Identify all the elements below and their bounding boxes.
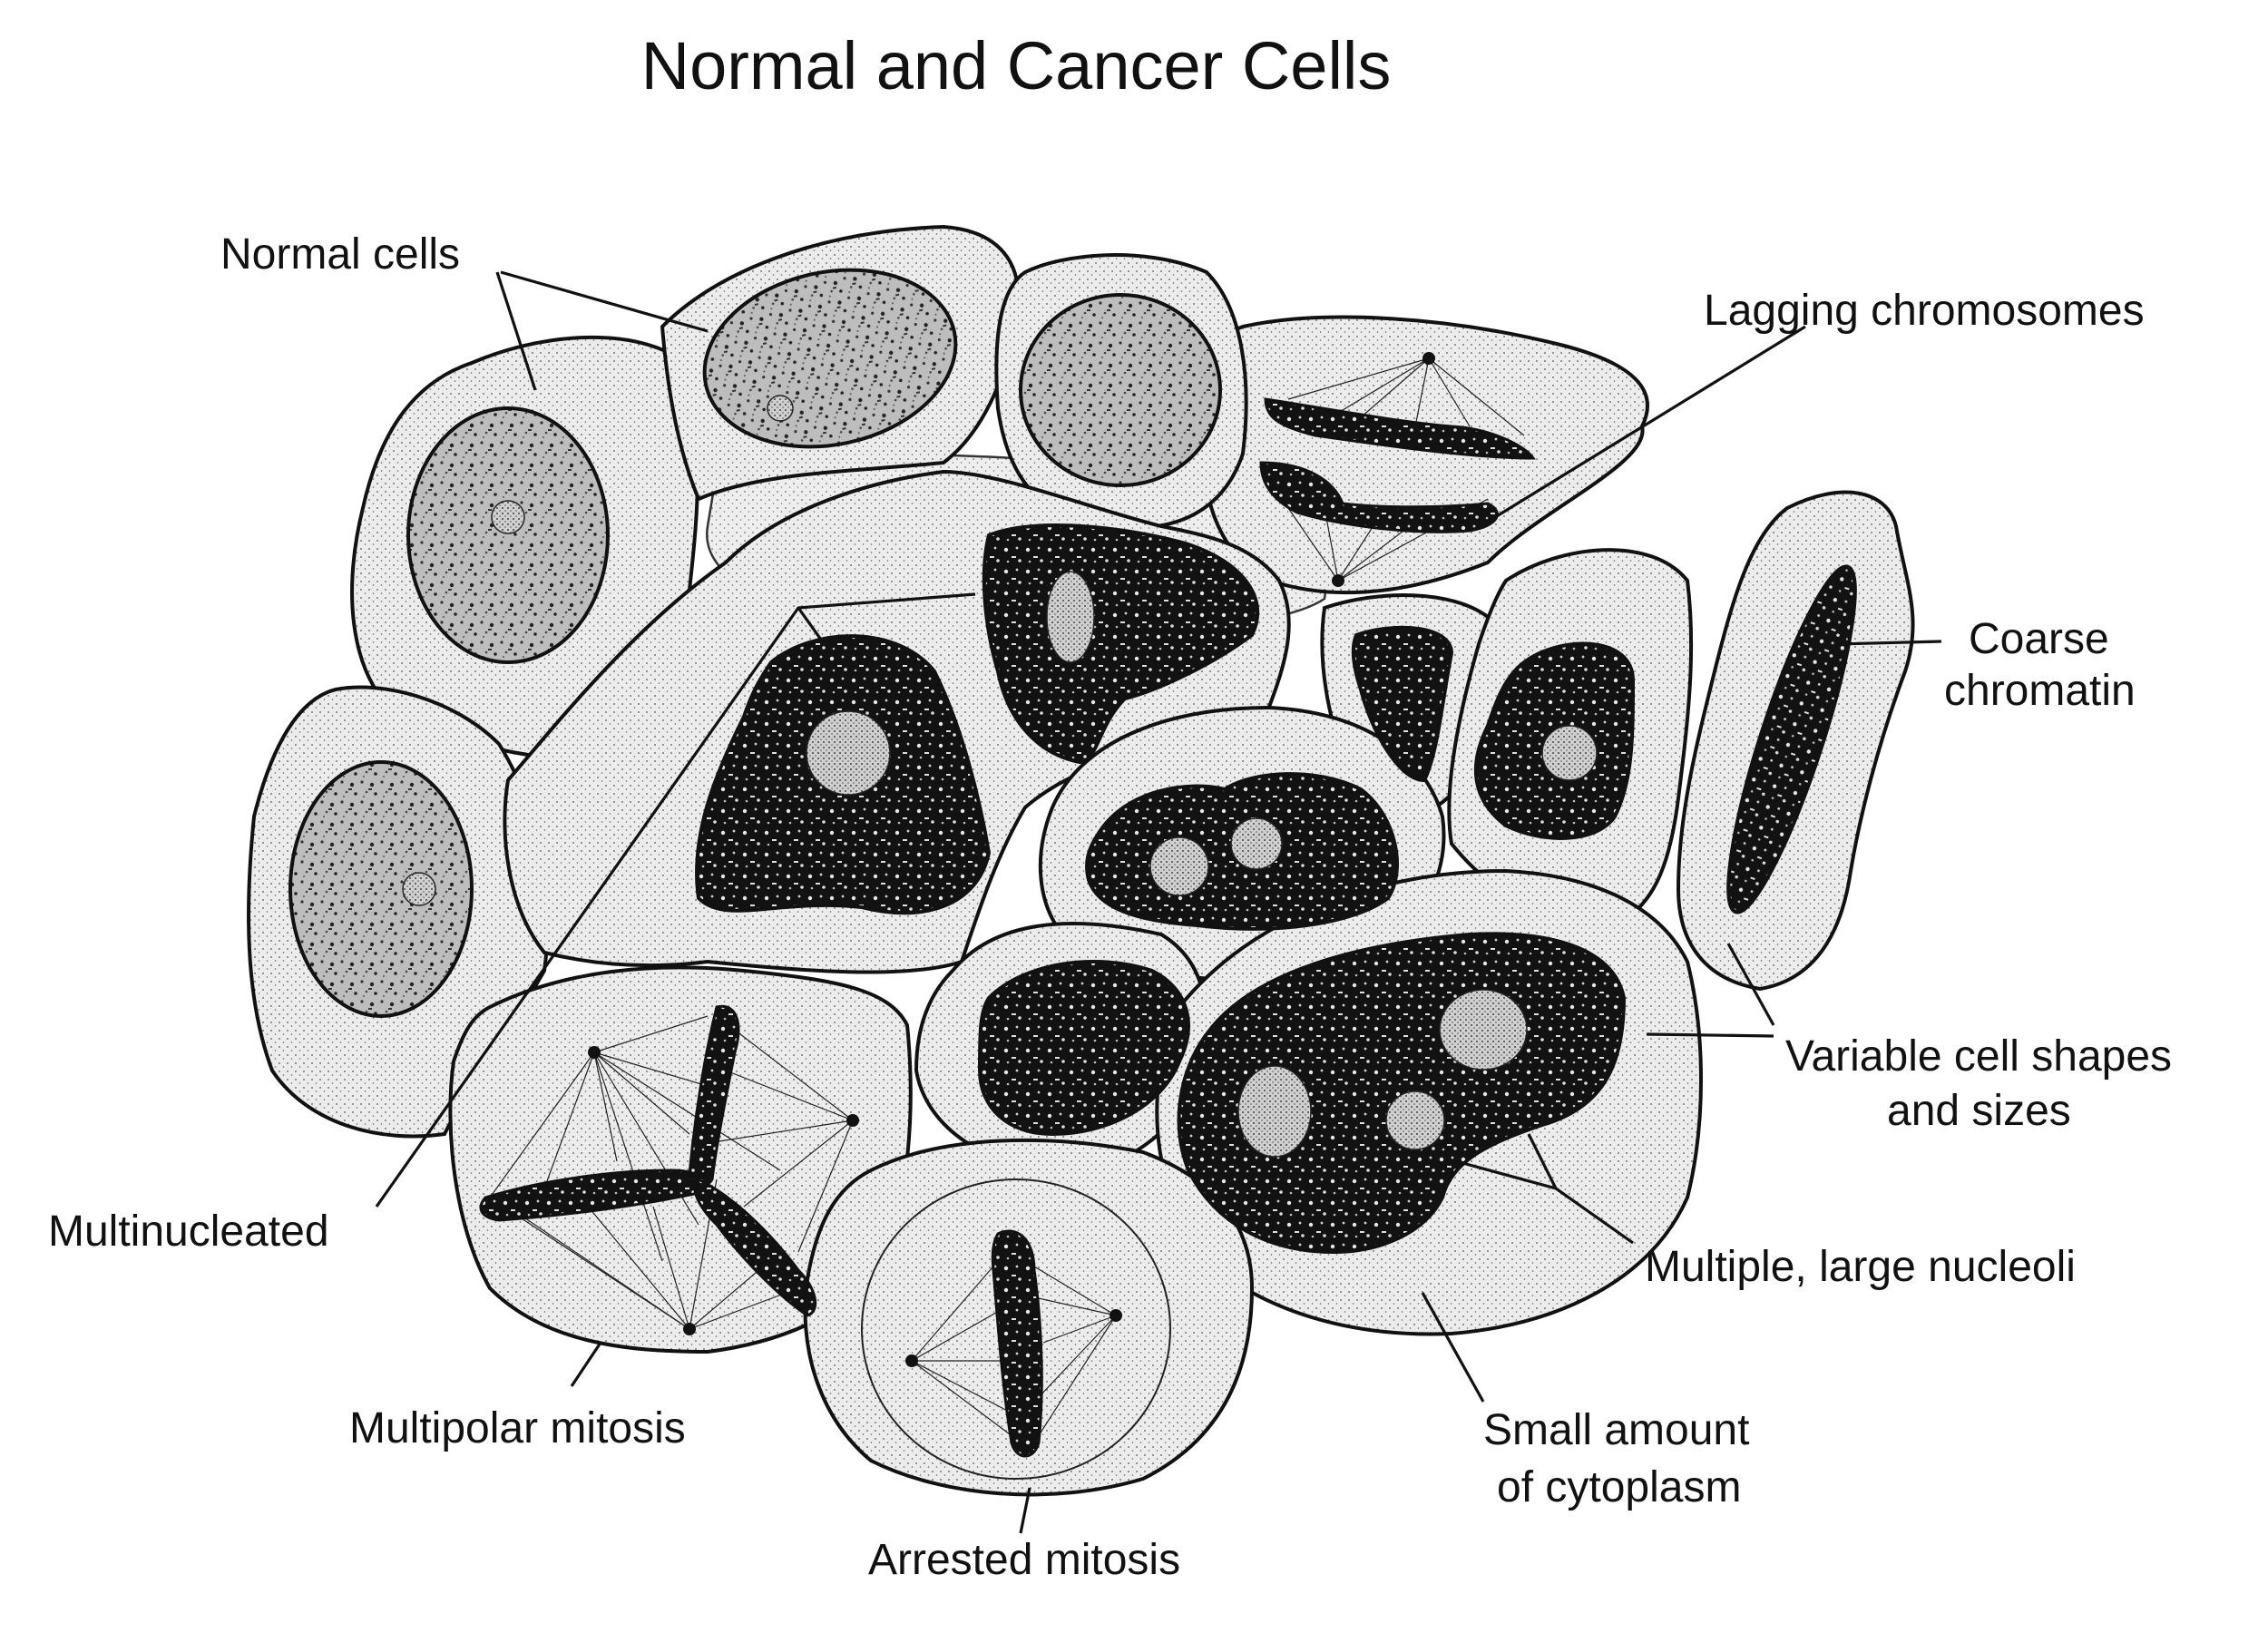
label-multipolar-mitosis: Multipolar mitosis (349, 1404, 686, 1452)
leader-multipolar-mitosis (570, 1342, 602, 1387)
nucleus-elongated (1726, 564, 1857, 914)
nucleolus-normal-2 (767, 395, 794, 422)
nucleus-lower-middle (977, 960, 1190, 1137)
leader-multiple-nucleoli-2 (1527, 1133, 1558, 1189)
nucleus-small-dark (1351, 625, 1454, 783)
labels: Normal cells Lagging chromosomes Coarse … (48, 230, 2172, 1584)
leader-normal-cells-1 (495, 271, 537, 391)
leader-normal-cells-2 (500, 270, 709, 333)
leader-coarse-chromatin (1836, 640, 1942, 646)
leader-lines (375, 270, 1942, 1534)
nucleus-normal-1 (406, 406, 610, 664)
nuclei (288, 268, 1857, 1255)
label-lagging-chromosomes: Lagging chromosomes (1704, 287, 2145, 335)
label-variable-shapes-line1: Variable cell shapes (1785, 1032, 2172, 1081)
chromosome-row-1 (1264, 397, 1536, 460)
nucleus-multinucleated-2 (982, 523, 1260, 765)
nucleolus-large-3 (1439, 989, 1528, 1071)
label-small-cytoplasm-line2: of cytoplasm (1497, 1463, 1741, 1511)
chromosome-metaphase-plate (991, 1229, 1043, 1458)
nucleolus-large-1 (1237, 1065, 1312, 1158)
nucleolus-multinucleated-2 (1046, 571, 1095, 663)
label-multinucleated: Multinucleated (48, 1208, 329, 1256)
nucleolus-normal-1 (491, 500, 525, 534)
label-arrested-mitosis: Arrested mitosis (868, 1536, 1180, 1584)
leader-lagging-chromosomes (1487, 325, 1806, 523)
mitoses (479, 352, 1536, 1480)
label-coarse-chromatin-line1: Coarse (1969, 615, 2109, 663)
nucleolus-large-2 (1385, 1090, 1445, 1150)
chromosome-arm-diagonal (693, 1178, 817, 1317)
leader-multinucleated-2 (797, 607, 823, 640)
label-normal-cells: Normal cells (220, 230, 460, 279)
arrested-mitosis-figure (861, 1178, 1171, 1480)
nucleus-normal-3 (1019, 293, 1222, 487)
chromosome-arm-vertical (688, 1004, 740, 1188)
diagram-title: Normal and Cancer Cells (641, 28, 1392, 103)
leader-variable-shapes-2 (1646, 1032, 1774, 1038)
multipolar-mitosis-figure (479, 1004, 859, 1335)
nucleolus-normal-4 (402, 872, 436, 906)
leader-arrested-mitosis (1019, 1487, 1031, 1534)
lagging-chromosomes-figure (1259, 352, 1536, 587)
nucleolus-bilobed-2 (1230, 817, 1283, 870)
label-multiple-nucleoli: Multiple, large nucleoli (1645, 1243, 2076, 1291)
label-variable-shapes-line2: and sizes (1887, 1087, 2071, 1135)
nucleus-normal-2 (702, 268, 958, 449)
label-coarse-chromatin-line2: chromatin (1944, 667, 2136, 715)
nucleolus-multinucleated-1 (806, 710, 891, 796)
leader-variable-shapes-1 (1726, 943, 1775, 1026)
leader-small-cytoplasm (1421, 1292, 1485, 1403)
nucleolus-bilobed-1 (1149, 836, 1209, 896)
label-small-cytoplasm-line1: Small amount (1483, 1406, 1749, 1454)
nucleolus-right-middle (1541, 725, 1598, 781)
nucleus-normal-4 (288, 760, 474, 1018)
